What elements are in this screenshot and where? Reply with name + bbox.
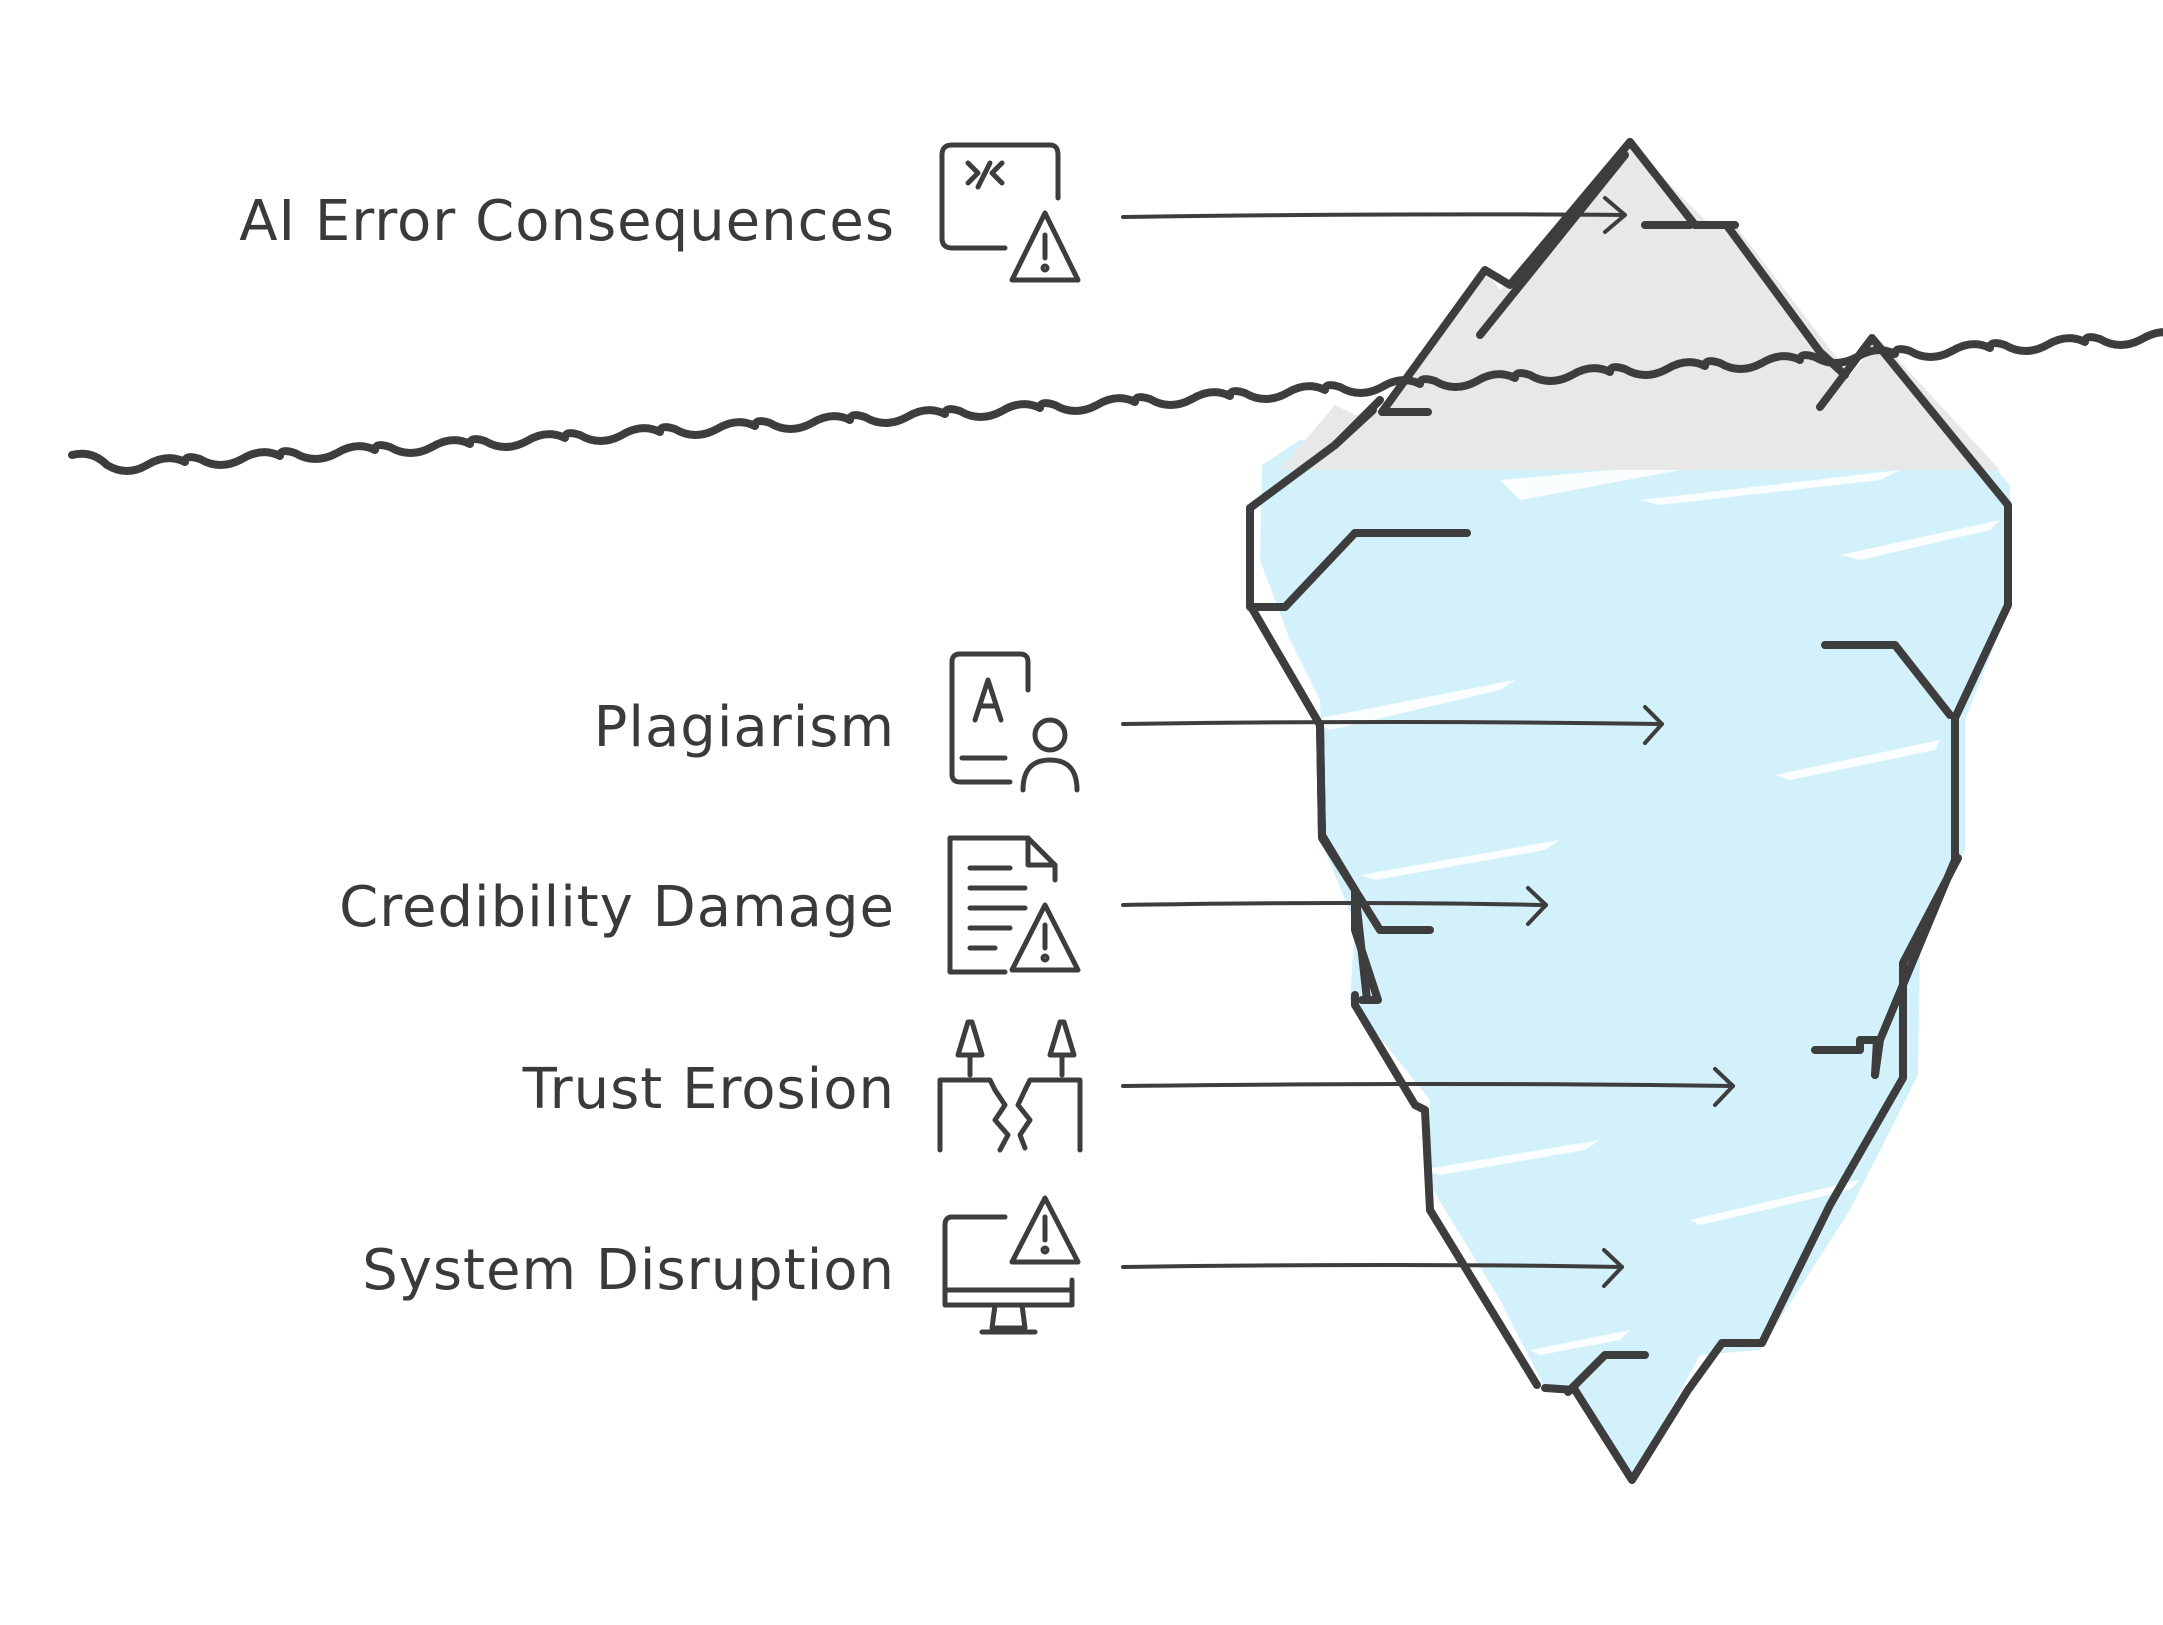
arrow-plagiarism: [1121, 705, 1664, 745]
arrow-system: [1121, 1248, 1624, 1288]
ice-highlights: [1310, 462, 2000, 1355]
iceberg-outline: [1246, 138, 2012, 1484]
arrow-credibility: [1121, 886, 1548, 926]
monitor-warning-icon: [942, 1195, 1081, 1335]
iceberg-tip: [1280, 145, 2000, 470]
label-trust-erosion: Trust Erosion: [522, 1057, 895, 1122]
label-system-disruption: System Disruption: [362, 1238, 895, 1303]
document-warning-icon: [947, 835, 1081, 975]
code-warning-icon: [939, 142, 1081, 283]
label-ai-error-consequences: AI Error Consequences: [239, 189, 895, 254]
iceberg-underwater: [1260, 440, 2012, 1480]
label-plagiarism: Plagiarism: [593, 695, 895, 760]
cracked-bridge-icon: [937, 1019, 1083, 1153]
arrow-ai-error: [1121, 196, 1627, 234]
label-credibility-damage: Credibility Damage: [339, 875, 895, 940]
document-person-icon: [949, 651, 1080, 793]
arrow-trust: [1121, 1067, 1735, 1107]
waterline: [68, 328, 2163, 475]
